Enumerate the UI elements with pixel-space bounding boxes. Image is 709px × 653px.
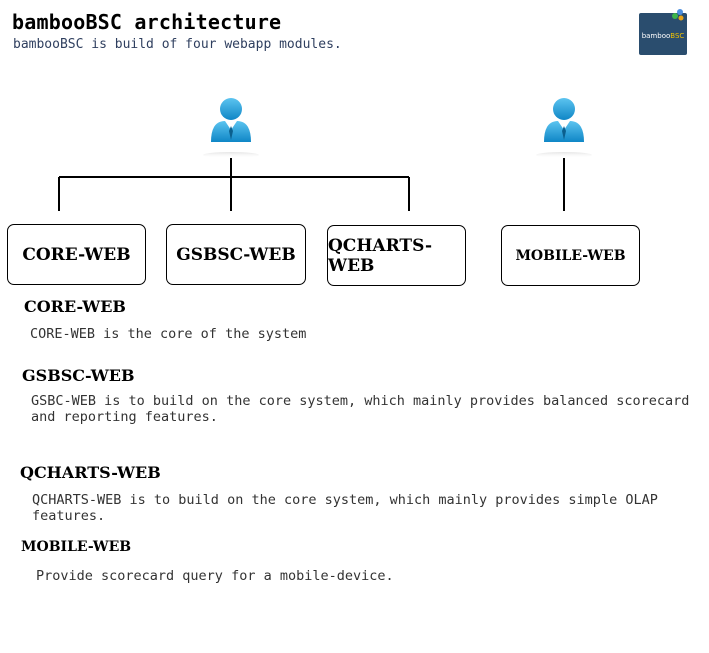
section-heading-mobile-web: MOBILE-WEB <box>21 539 132 555</box>
logo-text: bambooBSC <box>639 32 687 40</box>
module-box-mobile-web: MOBILE-WEB <box>501 225 640 286</box>
section-heading-gsbsc-web: GSBSC-WEB <box>22 366 135 385</box>
section-heading-qcharts-web: QCHARTS-WEB <box>20 463 161 482</box>
user-icon <box>536 98 592 158</box>
user-icon <box>203 98 259 158</box>
module-box-qcharts-web: QCHARTS-WEB <box>327 225 466 286</box>
logo-dots-icon <box>672 9 684 21</box>
section-description-mobile-web: Provide scorecard query for a mobile-dev… <box>36 568 394 584</box>
bamboobsc-logo: bambooBSC <box>639 9 687 55</box>
logo-text-main: bamboo <box>641 32 671 40</box>
page-subtitle: bambooBSC is build of four webapp module… <box>13 37 342 52</box>
page-title: bambooBSC architecture <box>12 10 282 34</box>
section-heading-core-web: CORE-WEB <box>24 297 126 316</box>
connector-lines <box>58 158 565 211</box>
section-description-qcharts-web: QCHARTS-WEB is to build on the core syst… <box>32 492 658 524</box>
module-box-core-web: CORE-WEB <box>7 224 146 285</box>
section-description-core-web: CORE-WEB is the core of the system <box>30 326 307 342</box>
section-description-gsbsc-web: GSBC-WEB is to build on the core system,… <box>31 393 690 425</box>
module-box-gsbsc-web: GSBSC-WEB <box>166 224 306 285</box>
architecture-diagram <box>58 98 592 211</box>
logo-text-accent: BSC <box>670 32 685 40</box>
